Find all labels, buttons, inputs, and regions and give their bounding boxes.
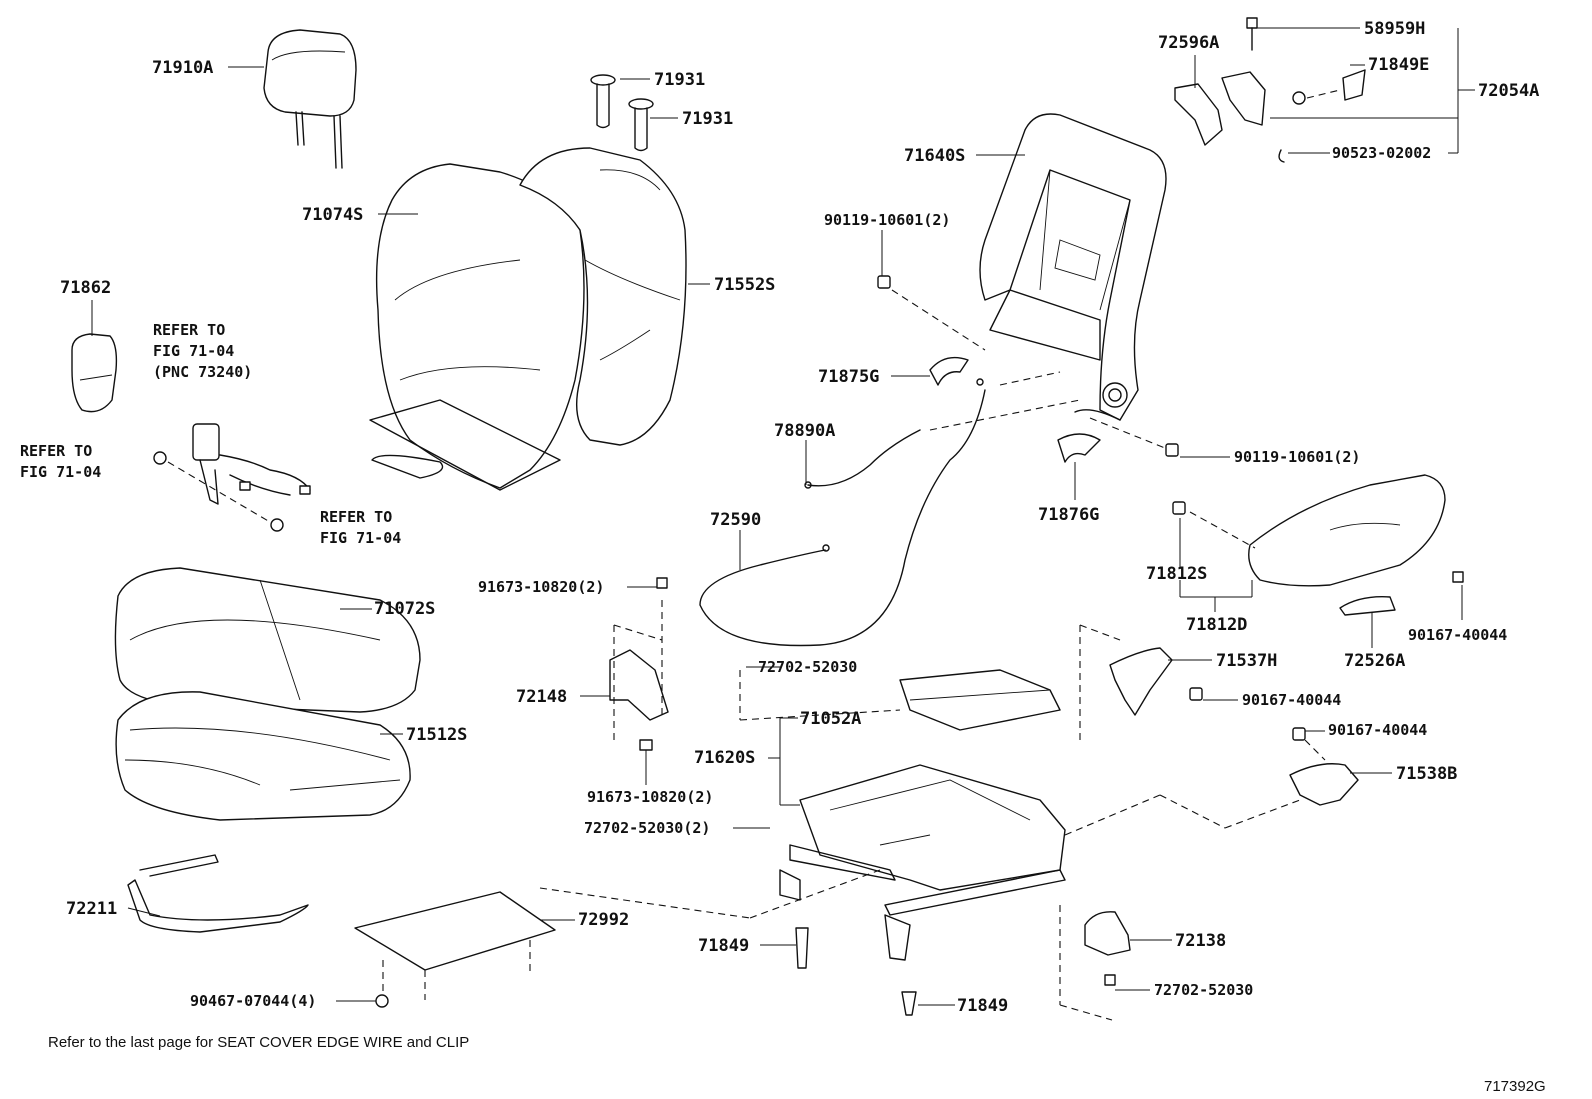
label-71552S: 71552S: [714, 275, 775, 295]
ref-seatbelt-line2: FIG 71-04: [153, 342, 234, 360]
label-91673-10820-upper: 91673-10820(2): [478, 578, 604, 596]
ref-left-line2: FIG 71-04: [20, 463, 101, 481]
label-72148: 72148: [516, 687, 567, 707]
ref-left-line1: REFER TO: [20, 442, 92, 460]
headrest-drawing: [263, 29, 357, 169]
label-71640S: 71640S: [904, 146, 965, 166]
label-71862: 71862: [60, 278, 111, 298]
label-91673-10820-lower: 91673-10820(2): [587, 788, 713, 806]
label-71538B: 71538B: [1396, 764, 1457, 784]
label-71052A: 71052A: [800, 709, 861, 729]
label-71875G: 71875G: [818, 367, 879, 387]
label-58959H: 58959H: [1364, 19, 1425, 39]
cover-72596A-drawing: [1174, 83, 1223, 146]
label-71931-upper: 71931: [654, 70, 705, 90]
label-71849E: 71849E: [1368, 55, 1429, 75]
cushion-cover-drawing: [114, 567, 421, 713]
label-72702-52030-lower: 72702-52030: [1154, 981, 1253, 999]
label-90167-40044-right: 90167-40044: [1408, 626, 1507, 644]
label-90467-07044: 90467-07044(4): [190, 992, 316, 1010]
label-71931-lower: 71931: [682, 109, 733, 129]
label-72596A: 72596A: [1158, 33, 1219, 53]
leader-lines: [91, 27, 1475, 1006]
figure-id: 717392G: [1484, 1078, 1546, 1095]
label-71849-bottom: 71849: [957, 996, 1008, 1016]
cable-drawing: [699, 378, 986, 647]
label-90167-40044-mid: 90167-40044: [1242, 691, 1341, 709]
label-71910A: 71910A: [152, 58, 213, 78]
side-shield-drawing: [1172, 474, 1464, 587]
wire-72211-drawing: [127, 854, 309, 933]
label-71072S: 71072S: [374, 599, 435, 619]
label-72702-52030-upper: 72702-52030: [758, 658, 857, 676]
ref-nut-line1: REFER TO: [320, 508, 392, 526]
label-71537H: 71537H: [1216, 651, 1277, 671]
label-72138: 72138: [1175, 931, 1226, 951]
label-71876G: 71876G: [1038, 505, 1099, 525]
cover-72526A-drawing: [1339, 596, 1396, 616]
label-90167-40044-lower: 90167-40044: [1328, 721, 1427, 739]
label-78890A: 78890A: [774, 421, 835, 441]
seatbelt-buckle-drawing: [153, 423, 311, 532]
covers-7187x-drawing: [929, 356, 1101, 463]
label-72590: 72590: [710, 510, 761, 530]
label-71812D: 71812D: [1186, 615, 1247, 635]
pins-71849-drawing: [795, 927, 917, 1016]
seatback-pad-drawing: [519, 147, 687, 446]
label-71620S: 71620S: [694, 748, 755, 768]
mat-72992-drawing: [354, 891, 556, 1008]
bolts-90119-drawing: [877, 275, 1179, 457]
bracket-72148-drawing: [609, 577, 669, 751]
label-72211: 72211: [66, 899, 117, 919]
ref-nut-line2: FIG 71-04: [320, 529, 401, 547]
ref-seatbelt-line3: (PNC 73240): [153, 363, 252, 381]
lever-72054A-drawing: [1221, 17, 1366, 163]
label-72992: 72992: [578, 910, 629, 930]
label-71074S: 71074S: [302, 205, 363, 225]
headrest-support-drawing: [590, 74, 654, 152]
cushion-pad-drawing: [115, 691, 411, 821]
label-71812S: 71812S: [1146, 564, 1207, 584]
seatback-cover-drawing: [369, 163, 585, 491]
seat-track-drawing: [779, 669, 1066, 961]
label-90119-10601-lower: 90119-10601(2): [1234, 448, 1360, 466]
label-72702-52030-2: 72702-52030(2): [584, 819, 710, 837]
label-72526A: 72526A: [1344, 651, 1405, 671]
seatback-frame-drawing: [979, 113, 1167, 421]
label-71849-left: 71849: [698, 936, 749, 956]
cover-71862-drawing: [71, 333, 118, 413]
label-90523-02002: 90523-02002: [1332, 144, 1431, 162]
label-71512S: 71512S: [406, 725, 467, 745]
cover-72138-drawing: [1084, 911, 1131, 986]
label-90119-10601-upper: 90119-10601(2): [824, 211, 950, 229]
footer-note: Refer to the last page for SEAT COVER ED…: [48, 1034, 469, 1051]
ref-seatbelt-line1: REFER TO: [153, 321, 225, 339]
label-72054A: 72054A: [1478, 81, 1539, 101]
covers-7153x-drawing: [1109, 647, 1359, 806]
